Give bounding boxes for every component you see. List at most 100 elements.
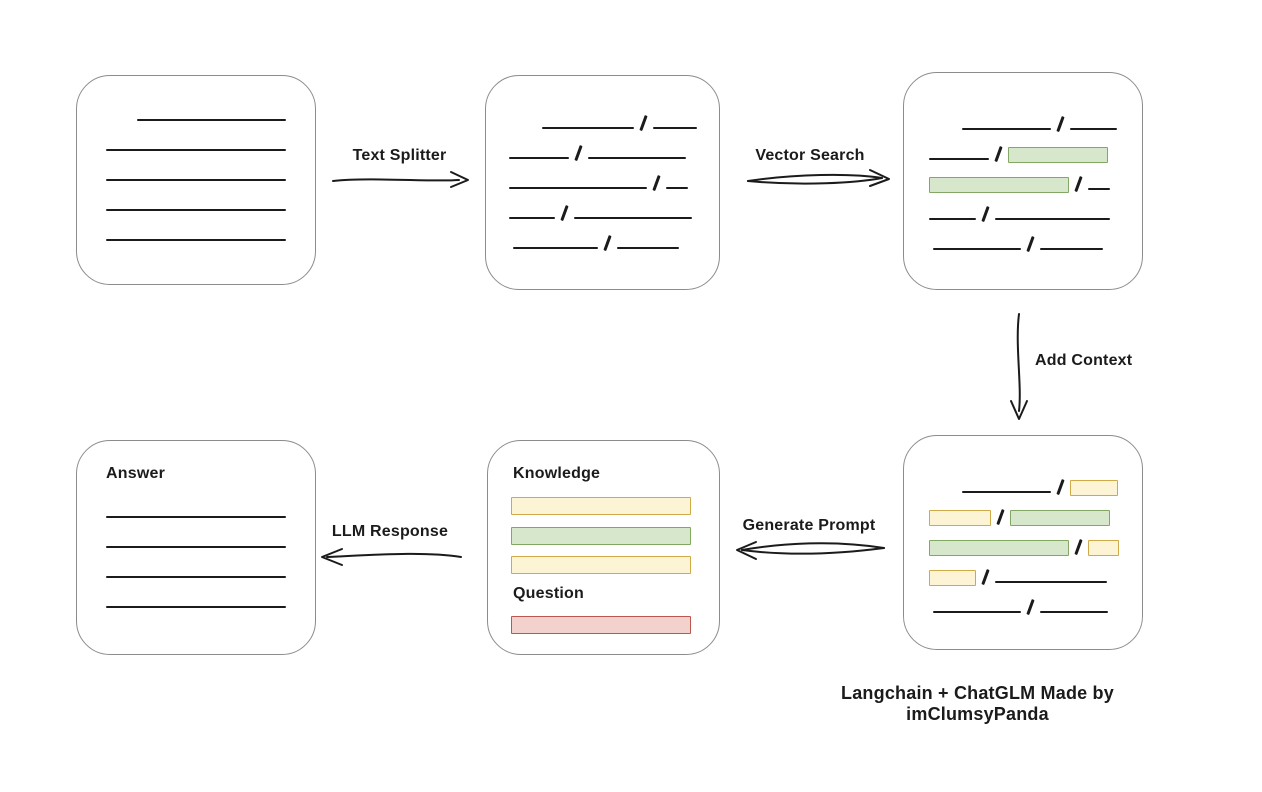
arrow-shaft [326, 552, 462, 558]
arrow-shaft [1016, 313, 1021, 412]
highlight-green [929, 177, 1069, 193]
arrow-shaft [747, 177, 883, 185]
text-line-row [106, 151, 286, 181]
text-line [994, 581, 1107, 583]
text-line [509, 157, 569, 159]
text-line [106, 606, 286, 608]
text-line-row [929, 523, 1119, 556]
vector-search-arrow [747, 169, 890, 187]
arrowhead-icon [450, 171, 469, 188]
knowledge-bar-yellow [511, 497, 691, 515]
highlight-green [929, 540, 1069, 556]
llm-response-label: LLM Response [331, 523, 449, 540]
text-line [962, 491, 1051, 493]
text-line [933, 248, 1021, 250]
text-line [665, 187, 688, 189]
text-line-row [509, 189, 697, 221]
text-line [106, 209, 286, 211]
text-line-row [929, 190, 1117, 222]
arrowhead-icon [321, 548, 343, 566]
knowledge-bar-green [511, 527, 691, 545]
text-line [573, 217, 692, 219]
highlight-yellow [1087, 540, 1119, 556]
highlight-yellow [929, 570, 976, 586]
slash-separator [603, 235, 612, 251]
chunk-lines [509, 99, 697, 251]
generate-prompt-label: Generate Prompt [742, 517, 876, 534]
text-line [652, 127, 697, 129]
text-line [106, 239, 286, 241]
text-line [929, 158, 989, 160]
text-line [587, 157, 686, 159]
highlight-green [1007, 147, 1108, 163]
chunks-node [485, 75, 720, 290]
text-line [106, 516, 286, 518]
answer-label: Answer [106, 465, 165, 482]
text-splitter-arrow [332, 171, 469, 188]
document-lines [106, 91, 286, 241]
context-node [903, 435, 1143, 650]
text-line [1087, 188, 1110, 190]
slash-separator [1026, 236, 1035, 252]
text-line [106, 576, 286, 578]
highlight-green [1009, 510, 1110, 526]
text-line [1039, 248, 1103, 250]
text-line-row [106, 488, 286, 518]
text-line-row [106, 211, 286, 241]
text-line [1069, 128, 1117, 130]
arrowhead-icon [736, 541, 757, 560]
text-line-row [106, 121, 286, 151]
text-line-row [509, 99, 697, 131]
text-line [106, 149, 286, 151]
text-line-row [106, 91, 286, 121]
add-context-arrow [1010, 313, 1028, 420]
text-line-row [929, 553, 1119, 586]
matched-lines [929, 100, 1117, 252]
text-line-row [106, 578, 286, 608]
text-line [616, 247, 679, 249]
answer-node: Answer [76, 440, 316, 655]
knowledge-label: Knowledge [513, 465, 601, 482]
vector-search-label: Vector Search [755, 147, 865, 164]
prompt-node: Knowledge Question [487, 440, 720, 655]
text-line-row [106, 548, 286, 578]
text-line [513, 247, 598, 249]
text-line-row [929, 463, 1119, 496]
text-line-row [929, 493, 1119, 526]
text-line [137, 119, 286, 121]
knowledge-bar-yellow [511, 556, 691, 574]
text-line-row [509, 159, 697, 191]
answer-lines [106, 488, 286, 608]
highlight-yellow [929, 510, 991, 526]
text-line [509, 217, 555, 219]
text-line [962, 128, 1051, 130]
arrow-shaft [741, 547, 885, 555]
text-line-row [929, 160, 1117, 193]
slash-separator [1026, 599, 1035, 615]
text-line-row [106, 181, 286, 211]
text-splitter-label: Text Splitter [352, 147, 447, 164]
text-line-row [509, 129, 697, 161]
text-line [106, 546, 286, 548]
generate-prompt-arrow [736, 541, 885, 560]
arrow-shaft [747, 173, 883, 182]
add-context-label: Add Context [1035, 352, 1133, 369]
text-line [929, 218, 976, 220]
text-line [542, 127, 634, 129]
question-label: Question [513, 585, 584, 602]
text-line-row [929, 220, 1117, 252]
text-line [933, 611, 1021, 613]
context-lines [929, 463, 1119, 615]
arrowhead-icon [1010, 400, 1028, 420]
text-line [1039, 611, 1108, 613]
matched-chunks-node [903, 72, 1143, 290]
question-bar-red [511, 616, 691, 634]
text-line-row [929, 583, 1119, 615]
llm-response-arrow [321, 548, 462, 566]
arrow-shaft [332, 178, 460, 182]
text-line-row [509, 219, 697, 251]
document-node [76, 75, 316, 285]
text-line [106, 179, 286, 181]
text-line [994, 218, 1110, 220]
